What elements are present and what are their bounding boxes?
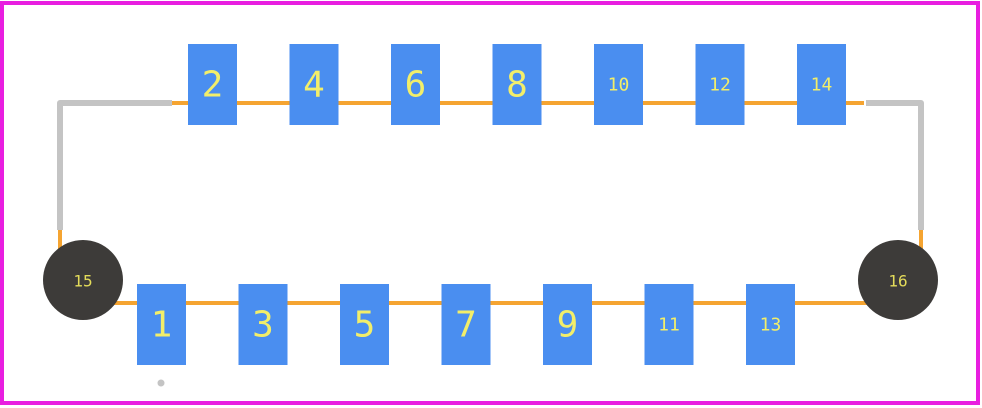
pad-label: 7 [455, 305, 477, 346]
mounting-hole-circle [858, 240, 938, 320]
pad-8: 8 [492, 44, 542, 125]
pad-label: 6 [405, 65, 427, 106]
mounting-hole-circle [43, 240, 123, 320]
pad-label: 9 [557, 305, 579, 346]
pad-label: 2 [202, 65, 224, 106]
silkscreen-right-bracket [866, 100, 924, 230]
pad-12: 12 [695, 44, 745, 125]
pad-label: 10 [608, 75, 630, 96]
pad-rect [340, 284, 389, 365]
pad-4: 4 [289, 44, 339, 125]
pad-rect [441, 284, 491, 365]
pad-2: 2 [188, 44, 237, 125]
mounting-hole-16: 16 [858, 240, 938, 320]
pad-1: 1 [137, 284, 186, 365]
pad-14: 14 [797, 44, 846, 125]
pad-label: 4 [303, 65, 325, 106]
pad-rect [137, 284, 186, 365]
pad-11: 11 [644, 284, 694, 365]
pad-label: 8 [506, 65, 528, 106]
pad-rect [543, 284, 592, 365]
pad-label: 11 [658, 315, 680, 336]
pad-9: 9 [543, 284, 592, 365]
pad-label: 13 [760, 315, 782, 336]
pad-rect [391, 44, 440, 125]
pad-5: 5 [340, 284, 389, 365]
mounting-hole-label: 16 [888, 272, 907, 291]
pad-label: 3 [252, 305, 274, 346]
pad-rect [644, 284, 694, 365]
pad-rect [188, 44, 237, 125]
pad-rect [492, 44, 542, 125]
pad-label: 12 [709, 75, 731, 96]
pad-rect [289, 44, 339, 125]
mounting-hole-15: 15 [43, 240, 123, 320]
pad-label: 1 [151, 305, 173, 346]
pad-rect [594, 44, 643, 125]
pad-rect [746, 284, 795, 365]
pad-7: 7 [441, 284, 491, 365]
pad-3: 3 [238, 284, 288, 365]
pad-label: 14 [811, 75, 833, 96]
pad-10: 10 [594, 44, 643, 125]
pad-rect [695, 44, 745, 125]
pad-6: 6 [391, 44, 440, 125]
pad-13: 13 [746, 284, 795, 365]
pad-rect [238, 284, 288, 365]
pad-rect [797, 44, 846, 125]
pad-label: 5 [354, 305, 376, 346]
pin1-marker-dot [157, 379, 165, 387]
silkscreen-left-bracket [57, 100, 172, 230]
mounting-hole-label: 15 [73, 272, 92, 291]
top-pad-row: 2 4 6 8 10 12 14 [188, 44, 846, 125]
